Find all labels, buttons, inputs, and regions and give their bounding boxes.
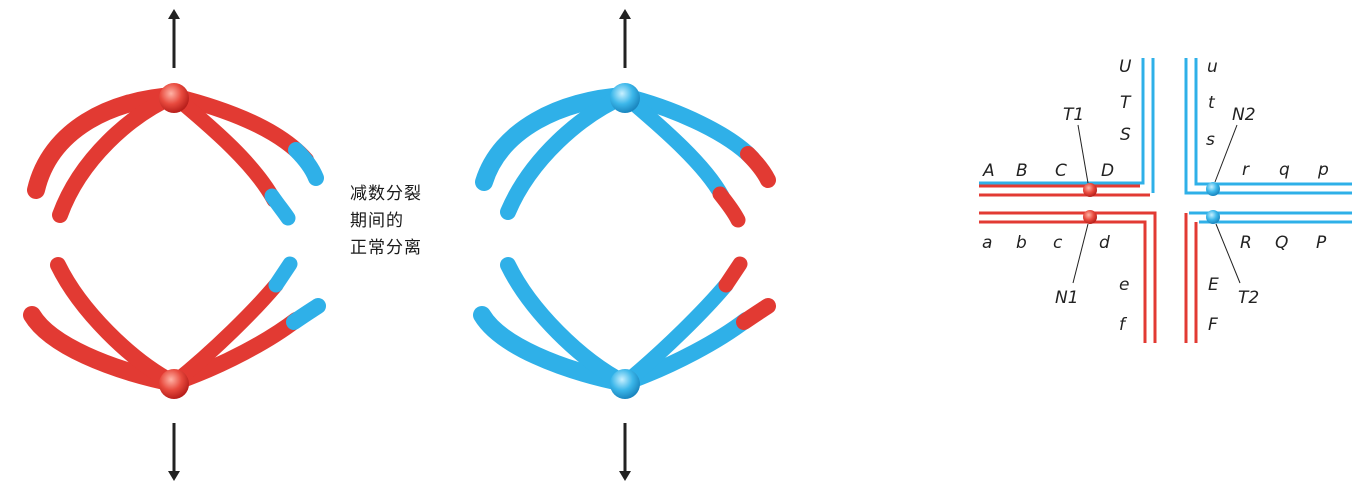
blue-tip [288,142,324,186]
label-S: S [1120,125,1131,145]
red-strand [979,220,1147,343]
red-arm [166,88,282,208]
blue-arm [617,88,730,204]
centromere-t1 [1083,183,1097,197]
label-R: R [1240,233,1252,253]
label-p: p [1317,160,1329,180]
red-arm [52,88,182,223]
label-s: s [1206,130,1215,150]
blue-arm [500,257,633,391]
label-r: r [1242,160,1250,180]
red-arm [50,257,182,391]
red-tip [736,298,776,330]
label-P: P [1316,233,1327,253]
label-N1: N1 [1055,288,1079,308]
blue-chromosome-pair [473,9,776,481]
blue-strand [1194,58,1352,186]
translocation-cross: U T S u t s A B C D r q p a b c d R Q P … [979,57,1352,343]
label-d: d [1099,233,1110,253]
red-centromere-top [159,83,189,113]
centromere-t2 [1206,210,1220,224]
label-Q: Q [1275,233,1288,253]
label-a: a [982,233,992,253]
centromere-n2 [1206,182,1220,196]
label-u: u [1207,57,1218,77]
leader-t2 [1215,223,1241,284]
leader-n2 [1214,124,1238,183]
red-strand [979,211,1157,343]
label-D: D [1101,161,1114,181]
red-tip [718,256,748,293]
centromere-n1 [1083,210,1097,224]
label-q: q [1279,160,1290,180]
label-N2: N2 [1232,105,1256,125]
label-b: b [1016,233,1027,253]
blue-centromere-top [610,83,640,113]
caption-line-1: 减数分裂 [350,184,422,204]
red-tip [712,186,746,228]
blue-tip [268,256,298,293]
label-C: C [1055,161,1067,181]
label-f: f [1119,315,1128,335]
blue-strand [979,58,1145,185]
leader-t1 [1077,124,1089,184]
leader-n1 [1072,223,1089,284]
caption: 减数分裂 期间的 正常分离 [350,181,422,262]
label-A: A [982,161,995,181]
blue-tip [286,298,326,330]
blue-arm [500,88,633,220]
blue-tip [264,188,296,226]
label-T1: T1 [1063,105,1084,125]
label-T: T [1120,93,1132,113]
red-chromosome-pair [23,9,326,481]
label-F: F [1208,315,1218,335]
label-T2: T2 [1238,288,1259,308]
label-E: E [1208,275,1219,295]
caption-line-2: 期间的 [350,211,404,231]
blue-centromere-bottom [610,369,640,399]
red-centromere-bottom [159,369,189,399]
label-B: B [1016,161,1028,181]
blue-strand [1184,58,1352,195]
red-tip [740,146,776,188]
caption-line-3: 正常分离 [350,238,422,258]
red-arm [166,277,284,391]
label-U: U [1119,57,1132,77]
label-e: e [1119,275,1129,295]
label-t: t [1208,93,1216,113]
blue-arm [617,277,734,391]
label-c: c [1053,233,1063,253]
